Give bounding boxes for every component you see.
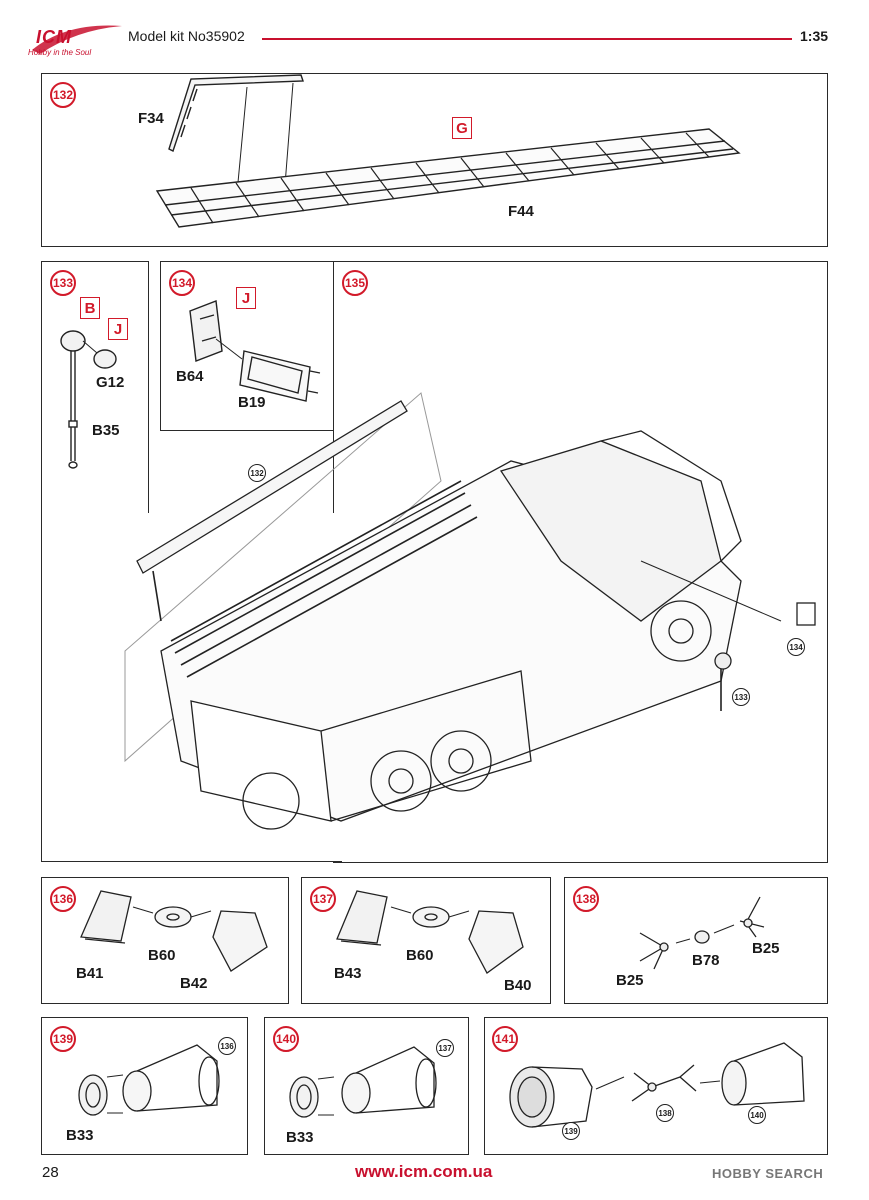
part-label-b41: B41 — [76, 965, 104, 982]
sprue-label-j: J — [108, 318, 128, 340]
watermark-text: HOBBY SEARCH — [712, 1166, 824, 1181]
step-140-number: 140 — [273, 1026, 299, 1052]
part-label-b33-140: B33 — [286, 1129, 314, 1146]
footer-url[interactable]: www.icm.com.ua — [355, 1162, 493, 1181]
page-number: 28 — [42, 1164, 59, 1181]
step-139-number: 139 — [50, 1026, 76, 1052]
step-135-number: 135 — [342, 270, 368, 296]
step-139-drawing — [78, 1044, 220, 1116]
part-label-b64: B64 — [176, 368, 204, 385]
mirror-bracket-drawing — [189, 300, 321, 402]
logo-swoosh-icon — [32, 25, 122, 54]
step-138-drawing — [639, 896, 765, 970]
ref-callout-137: 137 — [436, 1039, 454, 1057]
fire-truck-drawing — [124, 392, 816, 830]
ref-callout-136: 136 — [218, 1037, 236, 1055]
logo-text: ICM — [36, 27, 72, 47]
step-132-number: 132 — [50, 82, 76, 108]
ref-callout-139: 139 — [562, 1122, 580, 1140]
part-label-b35: B35 — [92, 422, 120, 439]
ref-callout-133: 133 — [732, 688, 750, 706]
step-136-number: 136 — [50, 886, 76, 912]
step-138-number: 138 — [573, 886, 599, 912]
part-label-g12: G12 — [96, 374, 125, 391]
logo-tagline: Hobby in the Soul — [28, 48, 92, 57]
ref-callout-138: 138 — [656, 1104, 674, 1122]
ref-callout-140: 140 — [748, 1106, 766, 1124]
step-134-number: 134 — [169, 270, 195, 296]
icm-logo — [26, 16, 126, 60]
step-133-number: 133 — [50, 270, 76, 296]
part-label-b40: B40 — [504, 977, 532, 994]
ref-callout-134: 134 — [787, 638, 805, 656]
part-label-b19: B19 — [238, 394, 266, 411]
step-137-panel — [301, 877, 551, 1004]
ref-callout-132: 132 — [248, 464, 266, 482]
part-label-b25-right: B25 — [752, 940, 780, 957]
step-141-number: 141 — [492, 1026, 518, 1052]
ladder-assembly-drawing — [155, 74, 741, 228]
part-label-b60-137: B60 — [406, 947, 434, 964]
part-label-b33-139: B33 — [66, 1127, 94, 1144]
step-136-drawing — [80, 890, 268, 972]
sprue-label-j-134: J — [236, 287, 256, 309]
page-title: Model kit No35902 — [128, 28, 245, 44]
sprue-label-b: B — [80, 297, 100, 319]
step-137-number: 137 — [310, 886, 336, 912]
mirror-pole-drawing — [60, 330, 117, 469]
part-label-f44: F44 — [508, 203, 534, 220]
step-141-drawing — [509, 1042, 805, 1128]
part-label-b60-136: B60 — [148, 947, 176, 964]
header-divider — [262, 38, 792, 40]
part-label-b43: B43 — [334, 965, 362, 982]
scale-label: 1:35 — [800, 28, 829, 44]
part-label-b42: B42 — [180, 975, 208, 992]
sprue-label-g: G — [452, 117, 472, 139]
step-140-drawing — [289, 1046, 437, 1118]
part-label-f34: F34 — [138, 110, 164, 127]
step-137-drawing — [336, 890, 524, 974]
part-label-b78: B78 — [692, 952, 720, 969]
part-label-b25-left: B25 — [616, 972, 644, 989]
